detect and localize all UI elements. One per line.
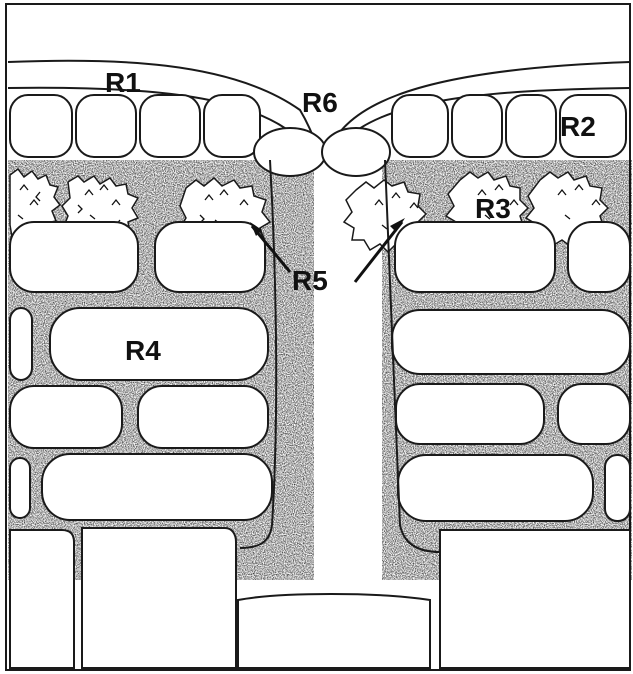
label-r3: R3 bbox=[475, 193, 511, 224]
lower-cells bbox=[10, 528, 630, 668]
label-r5: R5 bbox=[292, 265, 328, 296]
label-r4: R4 bbox=[125, 335, 161, 366]
label-r6: R6 bbox=[302, 87, 338, 118]
guard-cell-left bbox=[254, 128, 326, 176]
label-r1: R1 bbox=[105, 67, 141, 98]
guard-cell-right bbox=[322, 128, 390, 176]
label-r2: R2 bbox=[560, 111, 596, 142]
